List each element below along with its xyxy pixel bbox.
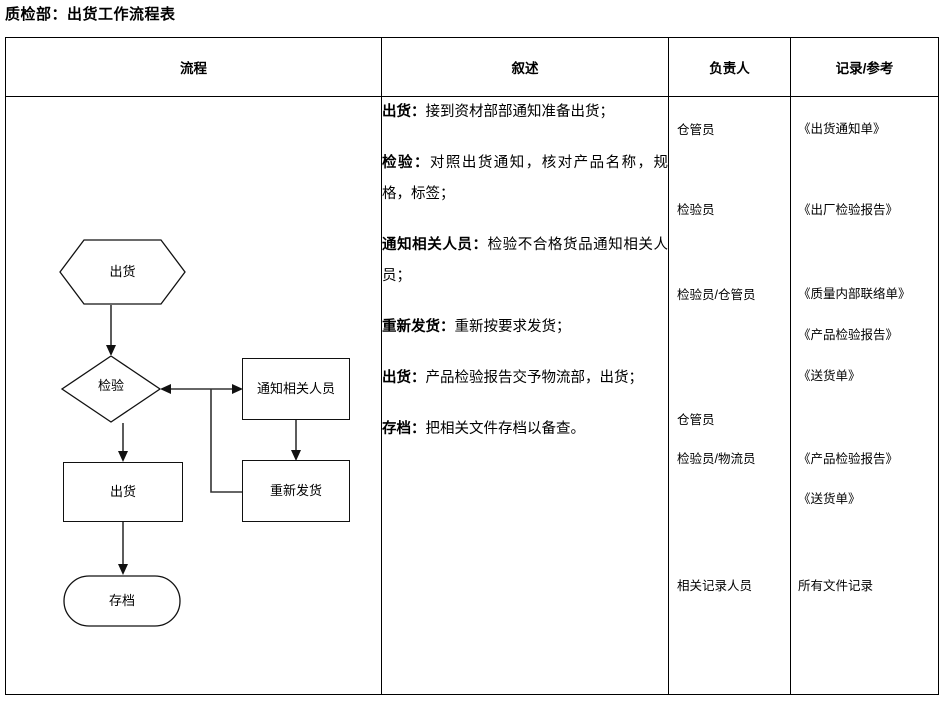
arrowhead-n2-n4	[118, 451, 128, 462]
description-paragraph: 出货：产品检验报告交予物流部，出货；	[382, 363, 668, 394]
arrowhead-n3-n5	[291, 450, 301, 461]
description-paragraph: 出货：接到资材部部通知准备出货；	[382, 97, 668, 128]
arrowhead-n4-n6	[118, 564, 128, 575]
description-paragraph: 重新发货：重新按要求发货；	[382, 312, 668, 343]
owner-item: 仓管员	[677, 123, 715, 137]
edge-n5-n2	[210, 389, 242, 493]
stadium-shape	[63, 575, 181, 627]
description-cell: 出货：接到资材部部通知准备出货； 检验：对照出货通知，核对产品名称，规格，标签；…	[381, 96, 669, 695]
flowchart-cell: 出货 检验 通知相关人员 出货	[5, 96, 382, 695]
record-item: 《送货单》	[798, 369, 861, 383]
flow-node-archive[interactable]: 存档	[63, 575, 181, 627]
description-paragraph: 通知相关人员：检验不合格货品通知相关人员；	[382, 230, 668, 292]
description-paragraph: 存档：把相关文件存档以备查。	[382, 414, 668, 445]
arrowhead-n2-n3	[232, 384, 243, 394]
column-header-owner: 负责人	[668, 37, 791, 97]
table-header-row: 流程 叙述 负责人 记录/参考	[5, 37, 939, 97]
record-item: 所有文件记录	[798, 579, 874, 593]
record-cell: 《出货通知单》 《出厂检验报告》 《质量内部联络单》 《产品检验报告》 《送货单…	[790, 96, 939, 695]
flowchart-canvas: 出货 检验 通知相关人员 出货	[6, 97, 382, 692]
diamond-shape	[61, 355, 161, 423]
flow-node-label: 检验	[97, 378, 124, 394]
record-item: 《出货通知单》	[798, 122, 886, 136]
flow-node-start-shipment[interactable]: 出货	[59, 239, 186, 305]
description-term: 通知相关人员：	[382, 237, 488, 253]
flow-node-label: 通知相关人员	[256, 381, 335, 397]
flow-node-notify-personnel[interactable]: 通知相关人员	[242, 358, 350, 420]
record-item: 《质量内部联络单》	[798, 287, 911, 301]
description-text: 把相关文件存档以备查。	[425, 421, 586, 437]
flowchart-connectors	[106, 305, 301, 575]
record-item: 《出厂检验报告》	[798, 203, 899, 217]
owner-cell: 仓管员 检验员 检验员/仓管员 仓管员 检验员/物流员 相关记录人员	[668, 96, 791, 695]
table-body-row: 出货 检验 通知相关人员 出货	[5, 96, 939, 695]
arrowhead-n3-n2	[160, 384, 171, 394]
description-text: 对照出货通知，核对产品名称，规格，标签；	[382, 155, 669, 202]
description-term: 出货：	[382, 370, 426, 386]
column-header-flow: 流程	[5, 37, 382, 97]
arrowhead-n1-n2	[106, 345, 116, 356]
description-term: 存档：	[382, 421, 426, 437]
flow-node-label: 存档	[108, 593, 135, 609]
column-header-desc: 叙述	[381, 37, 669, 97]
flow-node-reship[interactable]: 重新发货	[242, 460, 350, 522]
record-item: 《产品检验报告》	[798, 452, 899, 466]
description-text: 重新按要求发货；	[454, 319, 571, 335]
description-text: 检验不合格货品通知相关人员；	[382, 237, 669, 284]
description-term: 出货：	[382, 104, 426, 120]
page-title: 质检部：出货工作流程表	[5, 7, 176, 23]
hexagon-shape	[59, 239, 186, 305]
record-item: 《产品检验报告》	[798, 328, 899, 342]
flow-node-shipment[interactable]: 出货	[63, 462, 183, 522]
owner-item: 检验员/物流员	[677, 452, 756, 466]
description-term: 检验：	[382, 155, 430, 171]
description-term: 重新发货：	[382, 319, 455, 335]
flow-node-label: 出货	[109, 264, 136, 280]
column-header-record: 记录/参考	[790, 37, 939, 97]
owner-item: 相关记录人员	[677, 579, 753, 593]
flow-node-label: 重新发货	[269, 483, 322, 499]
owner-item: 仓管员	[677, 413, 715, 427]
record-item: 《送货单》	[798, 492, 861, 506]
description-text: 接到资材部部通知准备出货；	[425, 104, 615, 120]
flow-node-label: 出货	[109, 484, 136, 500]
description-text: 产品检验报告交予物流部，出货；	[425, 370, 644, 386]
flow-node-inspection[interactable]: 检验	[61, 355, 161, 423]
workflow-table: 流程 叙述 负责人 记录/参考	[5, 37, 939, 695]
owner-item: 检验员/仓管员	[677, 288, 756, 302]
description-paragraph: 检验：对照出货通知，核对产品名称，规格，标签；	[382, 148, 668, 210]
owner-item: 检验员	[677, 203, 715, 217]
